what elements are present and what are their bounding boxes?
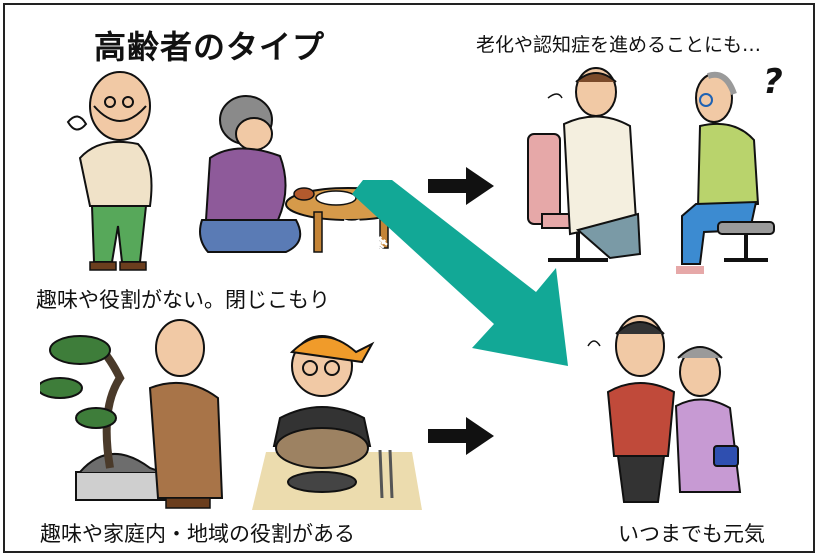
diagram-title: 高齢者のタイプ [94,28,326,66]
happy-elderly-couple-figure [587,315,742,503]
question-mark: ? [763,62,783,102]
woman-eating-alone-figure [199,95,411,253]
active-elderly-caption: 趣味や家庭内・地域の役割がある [40,522,355,546]
inactive-elderly-caption: 趣味や役割がない。閉じこもり [36,288,330,312]
arrow-right-bottom [428,417,494,455]
outer-frame [3,3,815,553]
pottery-woman-figure [252,335,422,510]
aging-dementia-caption: 老化や認知症を進めることにも… [476,34,762,56]
care-prevention-arrow [352,180,568,366]
bonsai-elderly-man-figure [40,319,224,509]
arrow-right-top [428,167,494,205]
withdrawn-elderly-man-figure [66,71,153,271]
healthy-elderly-caption: いつまでも元気 [618,522,765,546]
doctor-and-patient-figure [527,67,775,274]
